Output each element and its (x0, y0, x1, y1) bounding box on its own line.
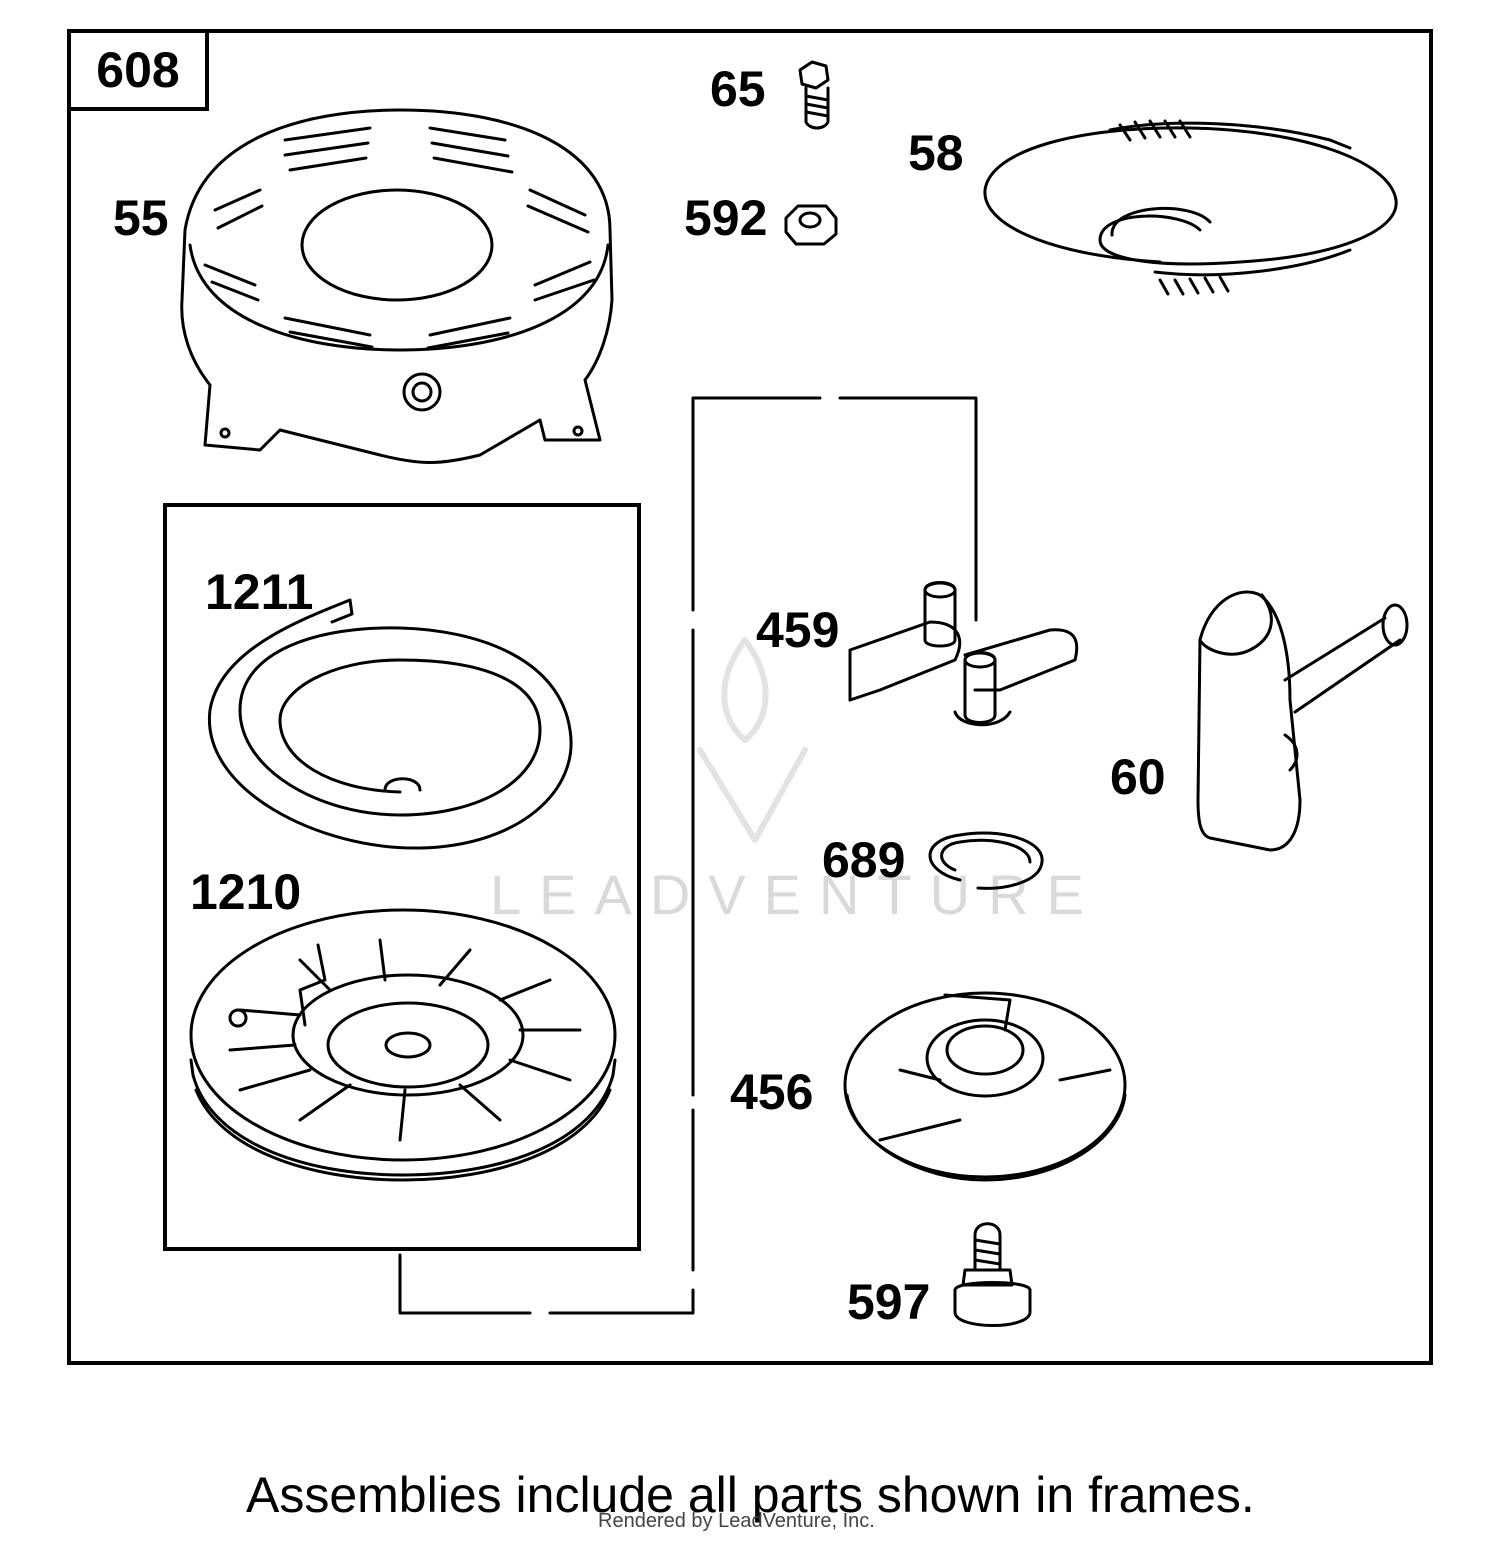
part-label-1211: 1211 (205, 564, 314, 620)
part-label-592: 592 (684, 190, 768, 246)
part-label-459: 459 (756, 602, 840, 658)
pawl-part (848, 581, 1079, 727)
center-screw-part (953, 1222, 1032, 1327)
rewind-spring-part (208, 598, 573, 850)
assembly-connector-lines (398, 396, 978, 1315)
watermark-text: LEADVENTURE (490, 863, 1102, 926)
part-label-65: 65 (710, 61, 766, 117)
render-credit: Rendered by LeadVenture, Inc. (598, 1510, 875, 1532)
assembly-number-box: 608 (67, 29, 209, 111)
retaining-ring-part (928, 831, 1044, 890)
part-label-55: 55 (113, 190, 169, 246)
part-label-58: 58 (908, 125, 964, 181)
assembly-subframe (163, 503, 641, 1251)
rewind-housing-part (180, 108, 614, 464)
diagram-frame (67, 29, 1433, 1365)
part-label-689: 689 (822, 832, 906, 888)
ratchet-part (843, 991, 1127, 1182)
part-label-597: 597 (847, 1274, 931, 1330)
part-label-60: 60 (1110, 749, 1166, 805)
watermark-logo (697, 637, 808, 843)
part-label-1210: 1210 (190, 864, 302, 920)
nut-part (784, 204, 838, 246)
starter-handle-part (1196, 590, 1409, 852)
part-label-456: 456 (730, 1064, 814, 1120)
pulley-part (189, 908, 617, 1182)
assembly-note: Assemblies include all parts shown in fr… (246, 1467, 1255, 1523)
starter-rope-part (983, 119, 1398, 296)
screw-part (798, 60, 830, 130)
